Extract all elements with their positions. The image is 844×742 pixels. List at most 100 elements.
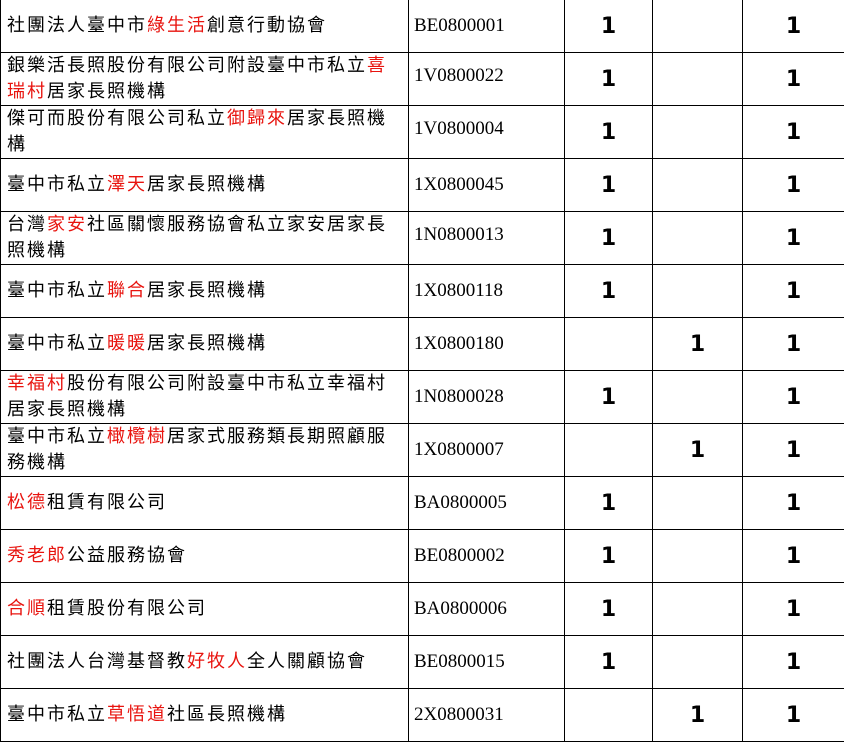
provider-code-cell: 1V0800004 <box>408 105 565 159</box>
count-cell-c: 1 <box>742 423 844 477</box>
name-part: 社團法人台灣基督教 <box>7 651 187 672</box>
highlighted-name-part: 幸福村 <box>7 373 67 394</box>
organization-name-cell: 傑可而股份有限公司私立御歸來居家長照機構 <box>0 105 409 159</box>
highlighted-name-part: 澤天 <box>107 174 147 195</box>
count-cell-c: 1 <box>742 105 844 159</box>
highlighted-name-part: 御歸來 <box>227 108 287 129</box>
highlighted-name-part: 草悟道 <box>107 704 167 725</box>
count-cell-b <box>652 158 743 212</box>
count-cell-b <box>652 211 743 265</box>
count-cell-b <box>652 529 743 583</box>
count-cell-a: 1 <box>564 52 653 106</box>
highlighted-name-part: 秀老郎 <box>7 545 67 566</box>
provider-code-cell: 1X0800007 <box>408 423 565 477</box>
count-cell-b: 1 <box>652 423 743 477</box>
organization-name-cell: 臺中市私立草悟道社區長照機構 <box>0 688 409 742</box>
organization-name-cell: 臺中市私立聯合居家長照機構 <box>0 264 409 318</box>
count-cell-b <box>652 476 743 530</box>
name-part: 臺中市私立 <box>7 426 107 447</box>
count-cell-a: 1 <box>564 476 653 530</box>
count-cell-a: 1 <box>564 0 653 53</box>
provider-code-cell: 1X0800045 <box>408 158 565 212</box>
provider-code-cell: 1N0800028 <box>408 370 565 424</box>
name-part: 臺中市私立 <box>7 704 107 725</box>
count-cell-c: 1 <box>742 688 844 742</box>
name-part: 臺中市私立 <box>7 333 107 354</box>
name-part: 居家長照機構 <box>47 81 167 102</box>
highlighted-name-part: 綠生活 <box>147 15 207 36</box>
count-cell-a <box>564 317 653 371</box>
highlighted-name-part: 暖暖 <box>107 333 147 354</box>
organization-name-cell: 松德租賃有限公司 <box>0 476 409 530</box>
organization-name-cell: 社團法人臺中市綠生活創意行動協會 <box>0 0 409 53</box>
count-cell-c: 1 <box>742 52 844 106</box>
organization-name-cell: 台灣家安社區關懷服務協會私立家安居家長照機構 <box>0 211 409 265</box>
count-cell-c: 1 <box>742 264 844 318</box>
count-cell-a: 1 <box>564 158 653 212</box>
count-cell-a: 1 <box>564 105 653 159</box>
name-part: 社團法人臺中市 <box>7 15 147 36</box>
count-cell-c: 1 <box>742 582 844 636</box>
provider-code-cell: 1X0800180 <box>408 317 565 371</box>
name-part: 銀樂活長照股份有限公司附設臺中市私立 <box>7 55 367 76</box>
count-cell-b <box>652 582 743 636</box>
name-part: 居家長照機構 <box>147 174 267 195</box>
name-part: 公益服務協會 <box>67 545 187 566</box>
count-cell-c: 1 <box>742 635 844 689</box>
count-cell-a: 1 <box>564 582 653 636</box>
count-cell-b <box>652 635 743 689</box>
count-cell-b <box>652 52 743 106</box>
organization-name-cell: 銀樂活長照股份有限公司附設臺中市私立喜瑞村居家長照機構 <box>0 52 409 106</box>
count-cell-a: 1 <box>564 211 653 265</box>
name-part: 租賃有限公司 <box>47 492 167 513</box>
count-cell-b: 1 <box>652 688 743 742</box>
count-cell-a <box>564 423 653 477</box>
highlighted-name-part: 喜瑞村 <box>7 55 387 102</box>
name-part: 創意行動協會 <box>207 15 327 36</box>
name-part: 社區關懷服務協會私立家安居家長照機構 <box>7 214 387 261</box>
organization-name-cell: 臺中市私立暖暖居家長照機構 <box>0 317 409 371</box>
name-part: 全人關顧協會 <box>247 651 367 672</box>
organization-name-cell: 臺中市私立橄欖樹居家式服務類長期照顧服務機構 <box>0 423 409 477</box>
count-cell-c: 1 <box>742 370 844 424</box>
name-part: 臺中市私立 <box>7 174 107 195</box>
provider-code-cell: BE0800001 <box>408 0 565 53</box>
organization-name-cell: 幸福村股份有限公司附設臺中市私立幸福村居家長照機構 <box>0 370 409 424</box>
count-cell-c: 1 <box>742 0 844 53</box>
name-part: 台灣 <box>7 214 47 235</box>
count-cell-a: 1 <box>564 529 653 583</box>
count-cell-c: 1 <box>742 317 844 371</box>
highlighted-name-part: 聯合 <box>107 280 147 301</box>
provider-code-cell: BE0800002 <box>408 529 565 583</box>
name-part: 臺中市私立 <box>7 280 107 301</box>
name-part: 居家長照機構 <box>147 333 267 354</box>
count-cell-a: 1 <box>564 635 653 689</box>
highlighted-name-part: 好牧人 <box>187 651 247 672</box>
provider-code-cell: BA0800006 <box>408 582 565 636</box>
provider-code-cell: BE0800015 <box>408 635 565 689</box>
highlighted-name-part: 合順 <box>7 598 47 619</box>
highlighted-name-part: 家安 <box>47 214 87 235</box>
count-cell-b <box>652 264 743 318</box>
provider-code-cell: 1N0800013 <box>408 211 565 265</box>
name-part: 居家長照機構 <box>7 108 387 155</box>
name-part: 股份有限公司附設臺中市私立幸福村居家長照機構 <box>7 373 387 420</box>
organization-name-cell: 合順租賃股份有限公司 <box>0 582 409 636</box>
organization-name-cell: 社團法人台灣基督教好牧人全人關顧協會 <box>0 635 409 689</box>
count-cell-a <box>564 688 653 742</box>
provider-code-cell: 1V0800022 <box>408 52 565 106</box>
organization-name-cell: 臺中市私立澤天居家長照機構 <box>0 158 409 212</box>
